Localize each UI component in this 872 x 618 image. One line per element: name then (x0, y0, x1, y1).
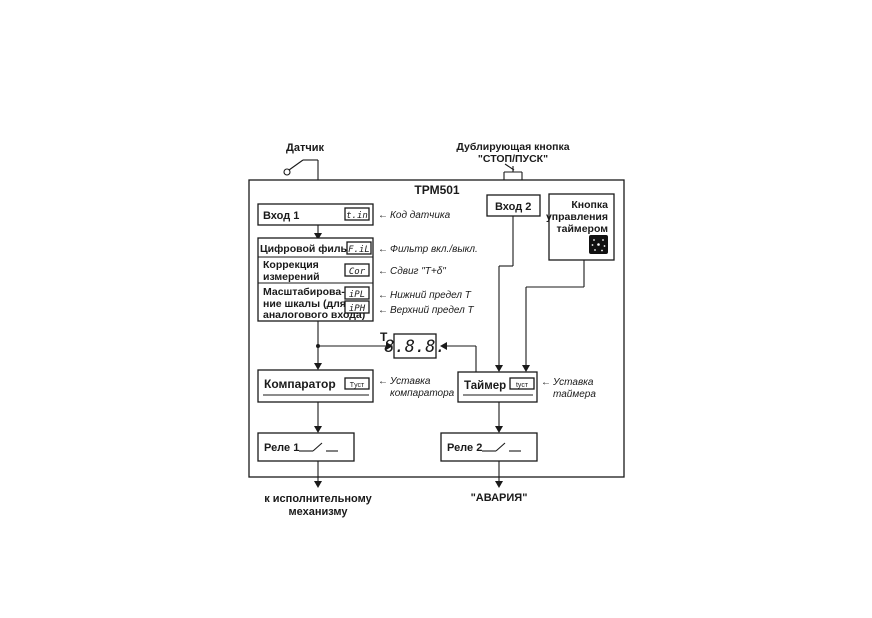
indicator-digits: 8.8.8. (384, 337, 445, 357)
relay1-block (257, 432, 355, 462)
comparator-label: Компаратор (264, 377, 336, 391)
correction-note-arrow-icon: ← (378, 266, 388, 277)
filter-label: Цифровой фильтр (260, 243, 358, 255)
scaling-high-note-arrow-icon: ← (378, 305, 388, 316)
duplicate-button-label: Дублирующая кнопка (456, 141, 569, 153)
timer-button-label-line3: таймером (556, 223, 608, 235)
correction-code: Cor (349, 267, 366, 277)
timer-button-to-timer-line (522, 260, 585, 372)
output1-label-line2: механизму (288, 506, 348, 518)
comparator-code-display (344, 377, 370, 390)
input1-block (257, 203, 374, 226)
output2-label: "АВАРИЯ" (471, 492, 528, 504)
filter-code-display (346, 241, 372, 255)
timer-button-label-line1: Кнопка (571, 199, 608, 211)
input1-code-display (344, 207, 370, 221)
scaling-high-note: Верхний предел T (390, 305, 475, 316)
scaling-label-line1: Масштабирова- (263, 286, 345, 298)
filter-note-arrow-icon: ← (378, 244, 388, 255)
scaling-low-note: Нижний предел T (390, 290, 472, 301)
comparator-note-line1: Уставка (389, 376, 431, 387)
comparator-code: Tуст (350, 382, 365, 389)
timer-note-line2: таймера (553, 389, 596, 400)
timer-code: tуст (516, 382, 529, 389)
device-title: ТРМ501 (414, 183, 460, 197)
scaling-high-code: iPH (349, 304, 366, 314)
scaling-low-note-arrow-icon: ← (378, 290, 388, 301)
relay2-switch-icon (482, 442, 521, 452)
input2-to-timer-line (495, 216, 514, 372)
correction-note: Сдвиг "T+δ" (390, 266, 446, 277)
comparator-note-arrow-icon: ← (378, 376, 388, 387)
timer-code-display (509, 377, 535, 390)
timer-note-line1: Уставка (552, 377, 594, 388)
input1-code: t.in (346, 211, 368, 221)
filter-note: Фильтр вкл./выкл. (390, 244, 478, 255)
input1-note-arrow-icon: ← (378, 210, 388, 221)
timer-button-icon[interactable] (589, 235, 608, 254)
relay1-label: Реле 1 (264, 442, 299, 454)
input1-label: Вход 1 (263, 210, 299, 222)
relay2-label: Реле 2 (447, 442, 482, 454)
correction-code-display (344, 263, 370, 277)
scaling-label-line2: ние шкалы (для (263, 298, 346, 310)
relay1-switch-icon (299, 442, 338, 452)
sensor-symbol-icon (283, 159, 318, 176)
input2-label: Вход 2 (495, 201, 531, 213)
relay2-block (440, 432, 538, 462)
scaling-high-code-display (344, 300, 370, 314)
filter-code: F.iL (348, 245, 370, 255)
input1-note: Код датчика (390, 210, 451, 221)
timer-button-label-line2: управления (546, 211, 608, 223)
display-t-label: T (380, 330, 388, 344)
output1-label-line1: к исполнительному (264, 493, 372, 505)
indicator-display (393, 333, 437, 359)
scaling-label-line3: аналогового входа) (263, 309, 365, 321)
scaling-low-code: iPL (349, 290, 365, 300)
timer-note-arrow-icon: ← (541, 377, 551, 388)
correction-label-line1: Коррекция (263, 259, 319, 271)
comparator-note-line2: компаратора (390, 388, 455, 399)
duplicate-button-name: "СТОП/ПУСК" (478, 153, 548, 165)
correction-label-line2: измерений (263, 271, 320, 283)
scaling-low-code-display (344, 286, 370, 300)
timer-label: Таймер (464, 380, 506, 392)
sensor-label: Датчик (286, 142, 324, 154)
